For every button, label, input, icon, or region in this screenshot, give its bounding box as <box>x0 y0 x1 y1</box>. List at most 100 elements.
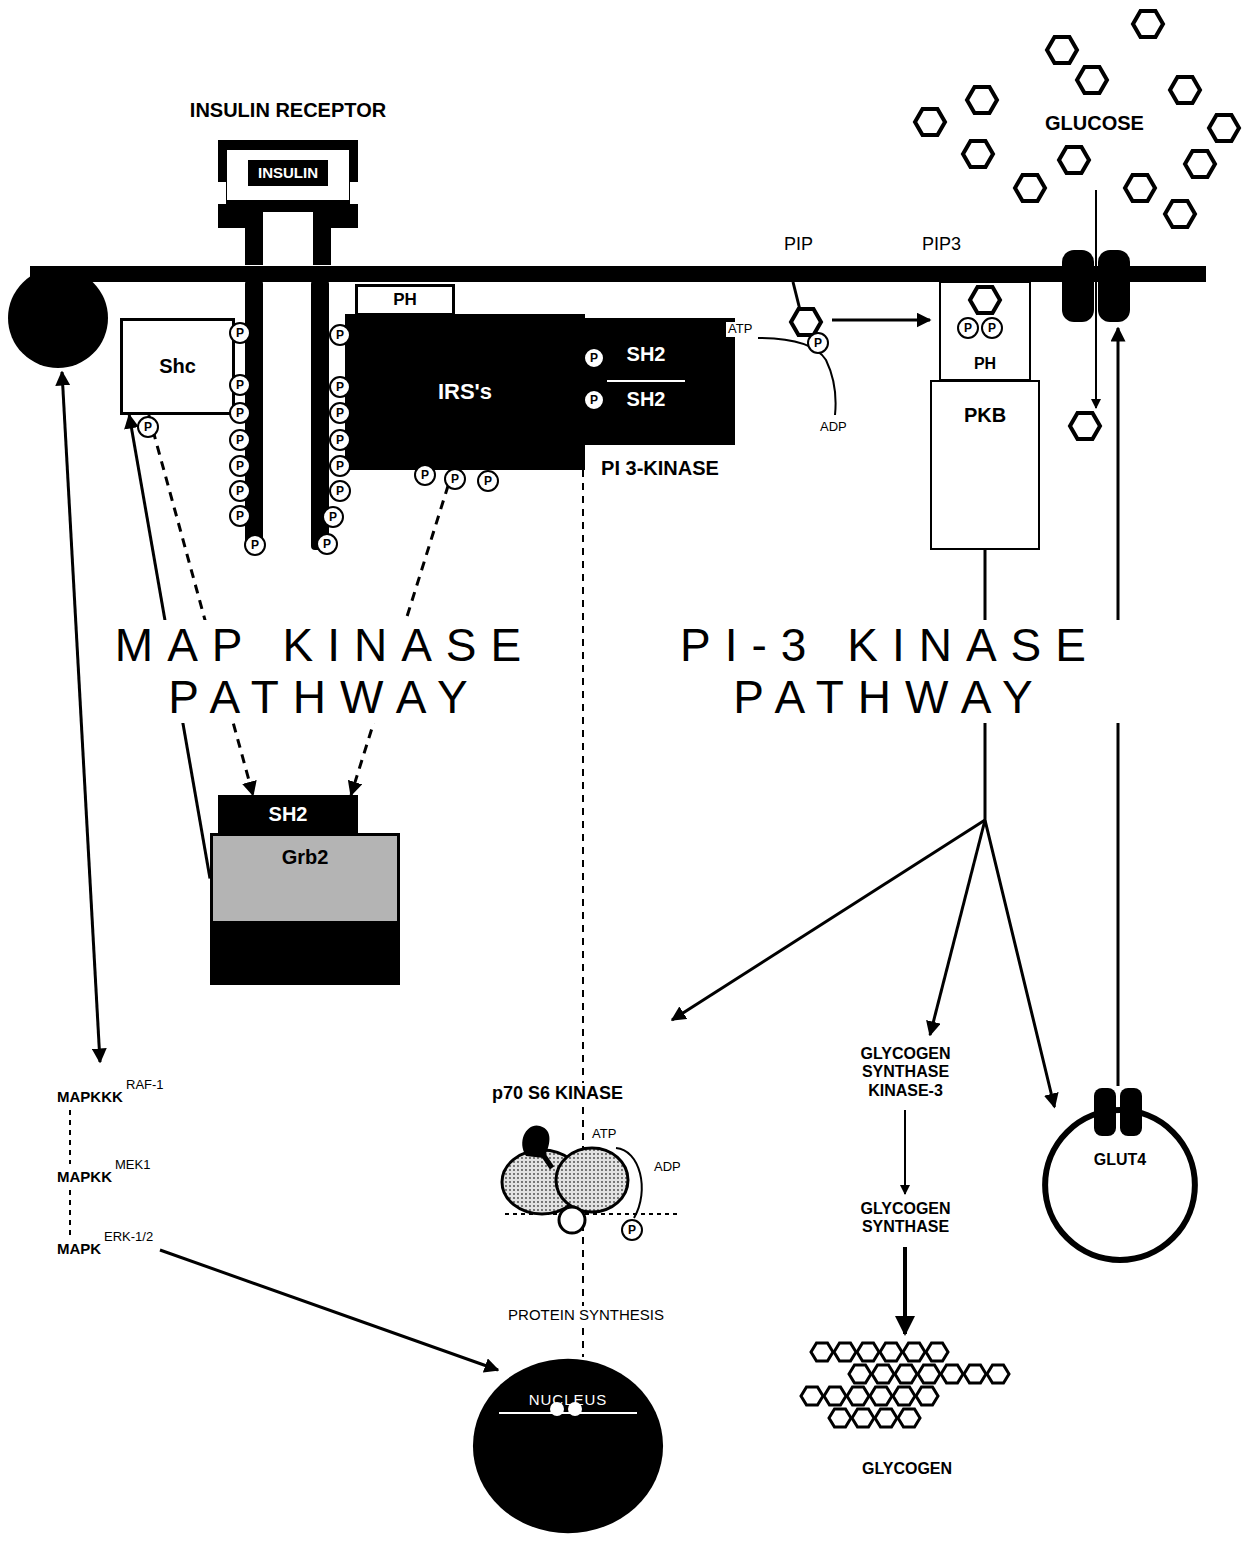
glucose-molecules <box>1185 151 1215 177</box>
receptor-part <box>263 212 313 228</box>
domain-box: PH <box>355 284 455 316</box>
heading-label: PI 3-KINASE <box>601 457 719 480</box>
phosphate-label: P <box>137 416 159 438</box>
text-label: ADP <box>652 1160 683 1175</box>
glycogen-chain <box>926 1343 948 1361</box>
phosphate-label: P <box>244 534 266 556</box>
phosphate-label: P <box>329 376 351 398</box>
receptor-part <box>218 182 226 204</box>
phosphate-label: P <box>229 429 251 451</box>
glycogen-chain <box>880 1343 902 1361</box>
text-label: PIP <box>782 234 815 255</box>
pathway-title: PI-3 KINASE PATHWAY <box>660 620 1120 723</box>
domain-box: PH <box>945 350 1025 378</box>
ribosome <box>502 1125 680 1233</box>
ras-protein <box>8 268 108 368</box>
glycogen-chain <box>847 1387 869 1405</box>
phosphate-label: P <box>621 1219 643 1241</box>
phosphate-label: P <box>583 389 605 411</box>
receptor-part <box>313 228 331 265</box>
vesicle: GLUT4 <box>1042 1107 1198 1263</box>
glycogen-chain <box>849 1365 871 1383</box>
ras-raf-arrow <box>62 372 100 1062</box>
adaptor-box: Grb2SH2 <box>210 833 400 985</box>
pkb-branch <box>672 820 985 1035</box>
cascade-link <box>69 1110 71 1164</box>
node-label: PH <box>974 355 996 373</box>
phosphate-label: P <box>957 317 979 339</box>
text-label: GLYCOGEN <box>860 1460 954 1478</box>
text-label: MAPK <box>55 1240 103 1257</box>
phosphoinositide <box>758 282 930 415</box>
phosphate-label: P <box>329 480 351 502</box>
glucose-uptake-arrow <box>1095 190 1097 408</box>
dna-strand <box>499 1412 637 1414</box>
phosphate-label: P <box>477 470 499 492</box>
phosphate-label: P <box>807 332 829 354</box>
substrate-box: IRS's <box>345 314 585 470</box>
nucleus-outline <box>471 1357 665 1535</box>
glycogen-arrow <box>903 1247 907 1334</box>
domain-box: SH2 <box>218 795 358 833</box>
dashed-arrow <box>149 415 253 795</box>
phosphate-label: P <box>414 464 436 486</box>
glycogen-arrow <box>904 1110 906 1194</box>
cell-membrane <box>30 266 1206 282</box>
node-label: IRS's <box>438 379 492 404</box>
ras-protein <box>8 268 108 368</box>
phosphate-label: P <box>444 468 466 490</box>
glycogen-chain <box>857 1343 879 1361</box>
glycogen-chain <box>893 1387 915 1405</box>
phosphate-label: P <box>322 506 344 528</box>
glucose-molecules <box>1077 67 1107 93</box>
vesicle-outline <box>1042 1107 1198 1263</box>
phosphate-label: P <box>229 455 251 477</box>
glycogen-chain <box>964 1365 986 1383</box>
glucose-molecules <box>915 11 1239 227</box>
text-label: ADP <box>818 420 849 435</box>
domain-box: SH2 <box>607 380 685 416</box>
phosphate-label: P <box>316 533 338 555</box>
phosphate-label: P <box>583 347 605 369</box>
glucose-molecules <box>1170 77 1200 103</box>
pkb-branch <box>930 820 985 1035</box>
text-label: PIP3 <box>920 234 963 255</box>
ribosome <box>540 1150 552 1168</box>
node-label: SH2 <box>627 343 666 366</box>
ras-raf-arrow <box>62 372 100 1062</box>
glucose-molecules <box>963 141 993 167</box>
phosphate-label: P <box>329 429 351 451</box>
phosphoinositide <box>793 282 800 310</box>
text-label: GLYCOGEN SYNTHASE KINASE-3 <box>848 1045 963 1100</box>
text-label: ATP <box>590 1127 618 1142</box>
ribosome <box>616 1148 642 1218</box>
glycogen-chain <box>916 1387 938 1405</box>
phosphate-label: P <box>329 324 351 346</box>
nucleus: NUCLEUS <box>471 1357 665 1535</box>
erk-nucleus-arrow <box>160 1250 498 1370</box>
cascade-link <box>69 1190 71 1236</box>
pip3-anchor <box>940 282 1030 380</box>
glucose-molecules <box>1047 37 1077 63</box>
glycogen-chain <box>898 1409 920 1427</box>
glucose-uptake-arrow <box>1070 190 1100 439</box>
node-label: SH2 <box>269 803 308 826</box>
glycogen-chain <box>834 1343 856 1361</box>
kinase-box: PI 3-KINASESH2SH2 <box>585 318 735 445</box>
text-label: ATP <box>726 322 754 337</box>
phosphoinositide <box>832 319 930 322</box>
glucose-molecules <box>1015 175 1045 201</box>
glycogen-chain <box>852 1409 874 1427</box>
pip3-anchor <box>970 287 1000 313</box>
text-label: MAPKK <box>55 1168 114 1185</box>
nucleus-body <box>473 1359 663 1533</box>
text-label: GLUCOSE <box>1043 112 1146 135</box>
vesicle-membrane <box>1045 1110 1195 1260</box>
cell-membrane <box>30 266 1206 282</box>
phosphate-label: P <box>229 374 251 396</box>
pip3-anchor <box>940 282 1030 380</box>
text-label: p70 S6 KINASE <box>490 1083 625 1104</box>
glucose-molecules <box>1209 115 1239 141</box>
text-label: RAF-1 <box>124 1078 166 1093</box>
